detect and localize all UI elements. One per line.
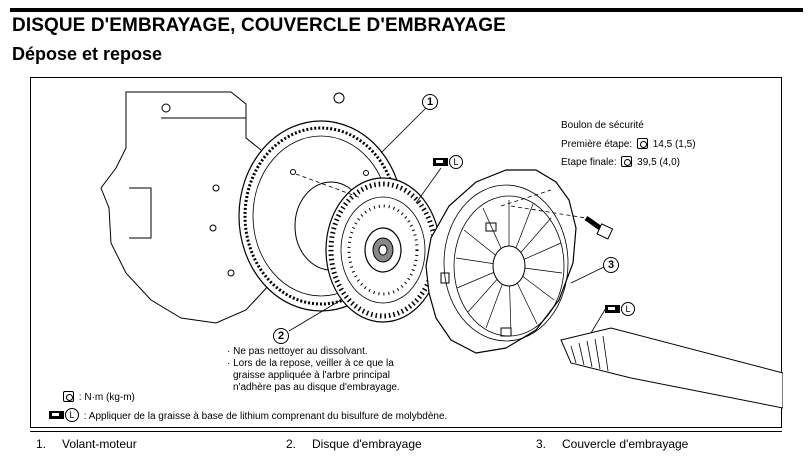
- part-item-1: 1. Volant-moteur: [36, 437, 137, 451]
- grease-letter: L: [449, 155, 463, 169]
- exploded-view-figure: 1 2 3 L L Boulon de sécurité Première ét…: [30, 77, 783, 428]
- part-item-3: 3. Couvercle d'embrayage: [536, 437, 688, 451]
- note-line-1: · Ne pas nettoyer au dissolvant.: [227, 346, 368, 357]
- note-line-2: · Lors de la repose, veiller à ce que la: [227, 358, 394, 369]
- grease-can-icon: [605, 305, 620, 313]
- top-rule: [10, 8, 803, 12]
- legend-grease: L : Appliquer de la graisse à base de li…: [49, 408, 447, 424]
- legend-grease-text: : Appliquer de la graisse à base de lith…: [83, 411, 448, 422]
- part-number: 2.: [286, 437, 297, 451]
- part-number: 1.: [36, 437, 47, 451]
- callout-3: 3: [603, 257, 619, 273]
- part-item-2: 2. Disque d'embrayage: [286, 437, 422, 451]
- legend-torque-text: : N·m (kg-m): [78, 392, 135, 403]
- grease-can-icon: [49, 411, 64, 419]
- part-name: Volant-moteur: [62, 437, 137, 451]
- torque-wrench-icon: [63, 391, 74, 402]
- torque-wrench-icon: [636, 138, 648, 149]
- bolt-first-value: 14,5 (1,5): [652, 139, 696, 150]
- bolt-final-step: Etape finale: 39,5 (4,0): [561, 156, 680, 169]
- callout-2: 2: [273, 328, 289, 344]
- bolt-heading: Boulon de sécurité: [561, 120, 644, 131]
- grease-marker-legend: L: [49, 408, 81, 422]
- note-line-3: graisse appliquée à l'arbre principal: [233, 370, 391, 381]
- bolt-first-label: Première étape:: [561, 139, 633, 150]
- note-line-4: n'adhère pas au disque d'embrayage.: [233, 382, 400, 393]
- bolt-final-label: Etape finale:: [561, 157, 617, 168]
- parts-divider: [30, 431, 782, 432]
- grease-can-icon: [433, 158, 448, 166]
- grease-letter: L: [621, 302, 635, 316]
- legend-torque: : N·m (kg-m): [49, 391, 135, 405]
- page-title: DISQUE D'EMBRAYAGE, COUVERCLE D'EMBRAYAG…: [12, 15, 506, 36]
- main-shaft-part: [560, 327, 783, 409]
- callout-1: 1: [422, 94, 438, 110]
- part-number: 3.: [536, 437, 547, 451]
- grease-marker-shaft: L: [605, 302, 637, 316]
- clutch-cover-part: [425, 169, 577, 354]
- clutch-disc-part: [325, 177, 441, 323]
- part-name: Disque d'embrayage: [312, 437, 422, 451]
- bolt-first-step: Première étape: 14,5 (1,5): [561, 138, 696, 151]
- grease-marker-disc: L: [433, 155, 465, 169]
- bolt-final-value: 39,5 (4,0): [637, 157, 680, 168]
- bolt-part: [584, 215, 614, 240]
- clutch-illustration: [100, 91, 783, 409]
- section-subtitle: Dépose et repose: [12, 44, 163, 64]
- grease-letter: L: [65, 408, 79, 422]
- torque-wrench-icon: [621, 156, 633, 167]
- part-name: Couvercle d'embrayage: [562, 437, 689, 451]
